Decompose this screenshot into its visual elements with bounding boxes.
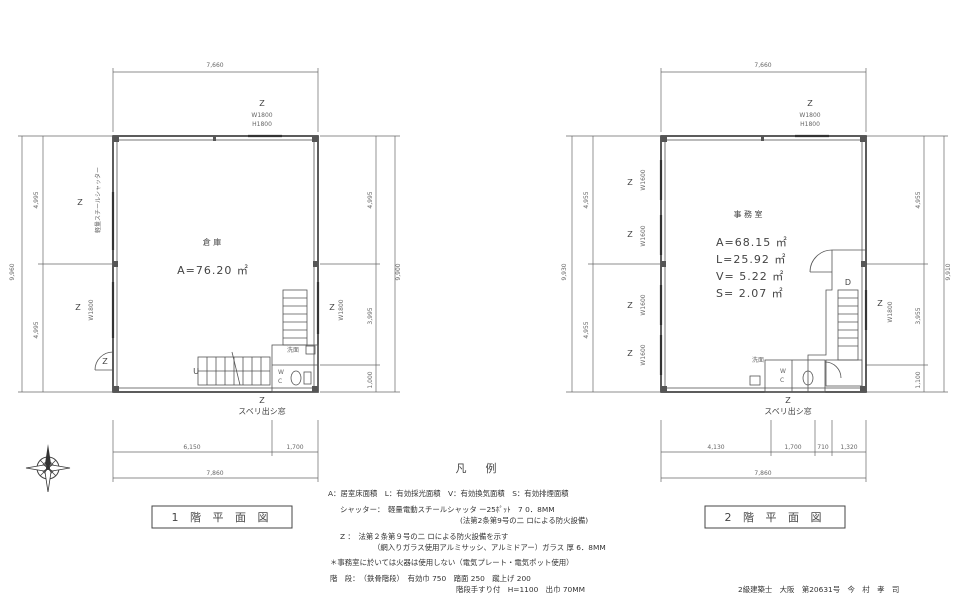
floor2-area-a: A=68.15 ㎡: [716, 236, 788, 249]
floor1-room-area: A=76.20 ㎡: [177, 264, 249, 277]
floor1-stairs-horizontal: [197, 351, 271, 386]
floor1-dim-bottom-total: 7,860: [206, 470, 223, 477]
floor2-area-l: L=25.92 ㎡: [716, 253, 786, 266]
floor2-bottom-z: Z: [785, 396, 791, 405]
legend-line4: ＊事務室に於いては火器は使用しない（電気プレート・電気ポット使用）: [330, 558, 574, 567]
legend-line5a: 階 段： （鉄骨階段） 有効巾 750 踏面 250 蹴上げ 200: [330, 574, 531, 583]
floor1-dim-top: 7,660: [206, 62, 223, 69]
floor2-dim-right-mid: 3,955: [915, 307, 922, 324]
svg-text:W1600: W1600: [640, 225, 647, 246]
floor1-dim-lower: 4,995: [33, 321, 40, 338]
floor1-title: 1 階 平 面 図: [172, 510, 273, 524]
floor1-window-z-top: Z: [259, 99, 265, 108]
legend-line3b: （網入りガラス使用アルミサッシ、アルミドアー）ガラス 厚 6．8MM: [373, 543, 606, 552]
floor2-dim-b3: 710: [817, 444, 829, 451]
floor2-dim-height: 9,930: [561, 263, 568, 280]
floor1-title-box: [151, 505, 293, 529]
floor2-dim-upper: 4,955: [583, 191, 590, 208]
floor1-dim-right-mid: 3,995: [367, 307, 374, 324]
svg-text:H1800: H1800: [252, 121, 272, 128]
floor1-dim-right-low: 1,000: [367, 371, 374, 388]
floor1-shutter-z: Z: [77, 198, 83, 207]
floor2-dim-b4: 1,320: [840, 444, 857, 451]
svg-text:W1600: W1600: [640, 169, 647, 190]
floor1-wash-label: 洗面: [287, 346, 299, 354]
floor2-window-z-right: Z: [877, 299, 883, 308]
floor2-dim-lower: 4,955: [583, 321, 590, 338]
legend-line1: A：居室床面積 L：有効採光面積 V：有効換気面積 S：有効排煙面積: [328, 489, 569, 498]
floor1-dim-bottom-right: 1,700: [286, 444, 303, 451]
floor2-wash-label: 洗面: [752, 356, 764, 364]
floor1-stairs-vertical: [282, 289, 308, 346]
svg-text:W: W: [278, 369, 284, 376]
svg-text:C: C: [780, 377, 784, 384]
svg-text:W1800: W1800: [88, 299, 95, 320]
floor1-shutter-label: 軽量スチールシャッター: [94, 167, 102, 233]
architect-registration: 2級建築士 大阪 第20631号 今 村 孝 司: [738, 585, 899, 594]
floor2-dim-right-total: 9,910: [945, 263, 952, 280]
floor1-door-z: Z: [102, 357, 108, 366]
compass-rose-icon: [25, 444, 71, 493]
floor1-bottom-z: Z: [259, 396, 265, 405]
floor1-stairs-up: U: [193, 367, 199, 376]
floor2-title: 2 階 平 面 図: [725, 510, 826, 524]
floor2-dim-right-upper: 4,955: [915, 191, 922, 208]
floor1-dim-right-upper: 4,995: [367, 191, 374, 208]
svg-text:H1800: H1800: [800, 121, 820, 128]
svg-text:W1600: W1600: [640, 294, 647, 315]
floor1-plan: 7,660 9,960 4,995 4,995 9,900 4,995 3,99…: [9, 62, 402, 529]
floor2-window-z-top: Z: [807, 99, 813, 108]
floor1-slide-window: スベリ出シ窓: [238, 406, 285, 416]
floor2-dim-top: 7,660: [754, 62, 771, 69]
floor2-plan: 7,660 9,930 4,955 4,955 9,910 4,955 3,95…: [561, 62, 952, 529]
floor2-room-name: 事 務 室: [733, 209, 762, 219]
floor2-dim-b1: 4,130: [707, 444, 724, 451]
svg-text:W1800: W1800: [887, 301, 894, 322]
legend-heading: 凡 例: [456, 461, 501, 475]
floor2-slide-window: スベリ出シ窓: [764, 406, 811, 416]
floor2-dim-bottom-total: 7,860: [754, 470, 771, 477]
floor2-dim-b2: 1,700: [784, 444, 801, 451]
svg-text:C: C: [278, 378, 282, 385]
floor1-dim-bottom-left: 6,150: [183, 444, 200, 451]
floor1-room-name: 倉 庫: [203, 237, 222, 247]
svg-text:W1600: W1600: [640, 344, 647, 365]
floor2-window-z-left2: Z: [627, 230, 633, 239]
svg-text:W1800: W1800: [338, 299, 345, 320]
floor2-window-z-left3: Z: [627, 301, 633, 310]
svg-text:W1800: W1800: [799, 112, 820, 119]
floor1-dim-height: 9,960: [9, 263, 16, 280]
floor2-stairs-down: D: [845, 278, 851, 287]
legend-line2a: シャッター： 軽量電動スチールシャッタ ー25ﾎﾟｯﾄ 7 0．8MM: [340, 505, 555, 514]
floor2-title-box: [704, 505, 846, 529]
floor2-window-z-left1: Z: [627, 178, 633, 187]
floor2-window-z-left4: Z: [627, 349, 633, 358]
svg-text:W1800: W1800: [251, 112, 272, 119]
floor1-dim-upper: 4,995: [33, 191, 40, 208]
floor2-dim-right-low: 1,100: [915, 371, 922, 388]
floor1-window-z-right: Z: [329, 303, 335, 312]
legend: 凡 例 A：居室床面積 L：有効採光面積 V：有効換気面積 S：有効排煙面積 シ…: [328, 461, 899, 594]
floor1-window-z-left: Z: [75, 303, 81, 312]
floor2-area-v: V= 5.22 ㎡: [716, 270, 784, 283]
legend-line2b: (法第2条第9号の二 ロによる防火設備): [460, 516, 588, 525]
floor2-stairs: [807, 249, 866, 392]
floor1-dim-right-total: 9,900: [395, 263, 402, 280]
floor2-area-s: S= 2.07 ㎡: [716, 287, 784, 300]
legend-line5b: 階段手すり付 H=1100 出巾 70MM: [456, 585, 585, 594]
svg-text:W: W: [780, 368, 786, 375]
legend-line3a: Z ： 法第２条第９号の二 ロによる防火設備を示す: [340, 532, 508, 541]
